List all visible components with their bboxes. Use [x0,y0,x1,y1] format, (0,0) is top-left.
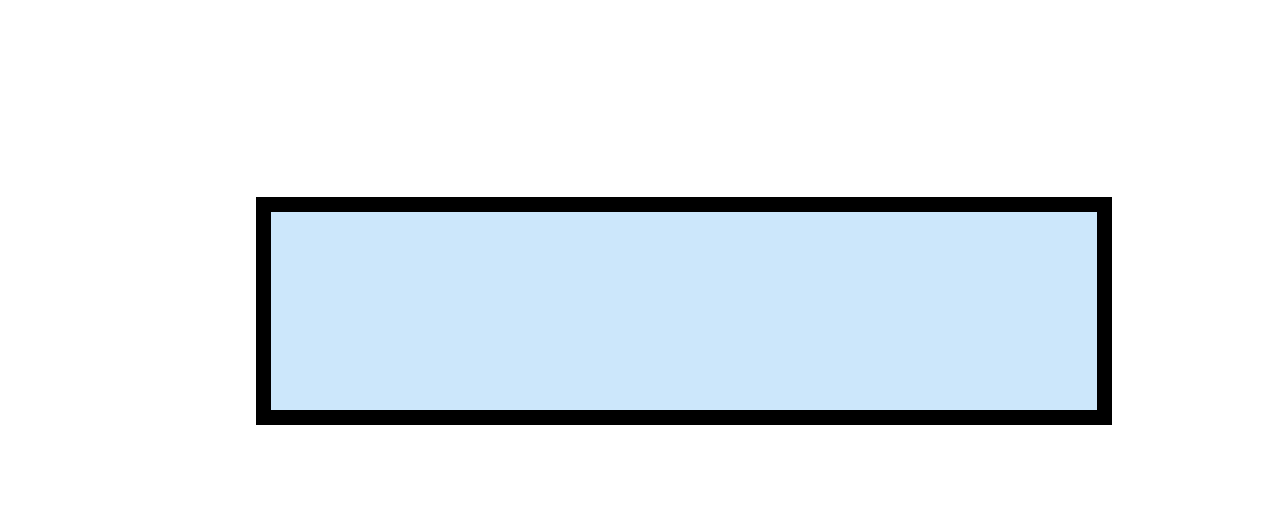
rectangle-shape [256,197,1112,425]
